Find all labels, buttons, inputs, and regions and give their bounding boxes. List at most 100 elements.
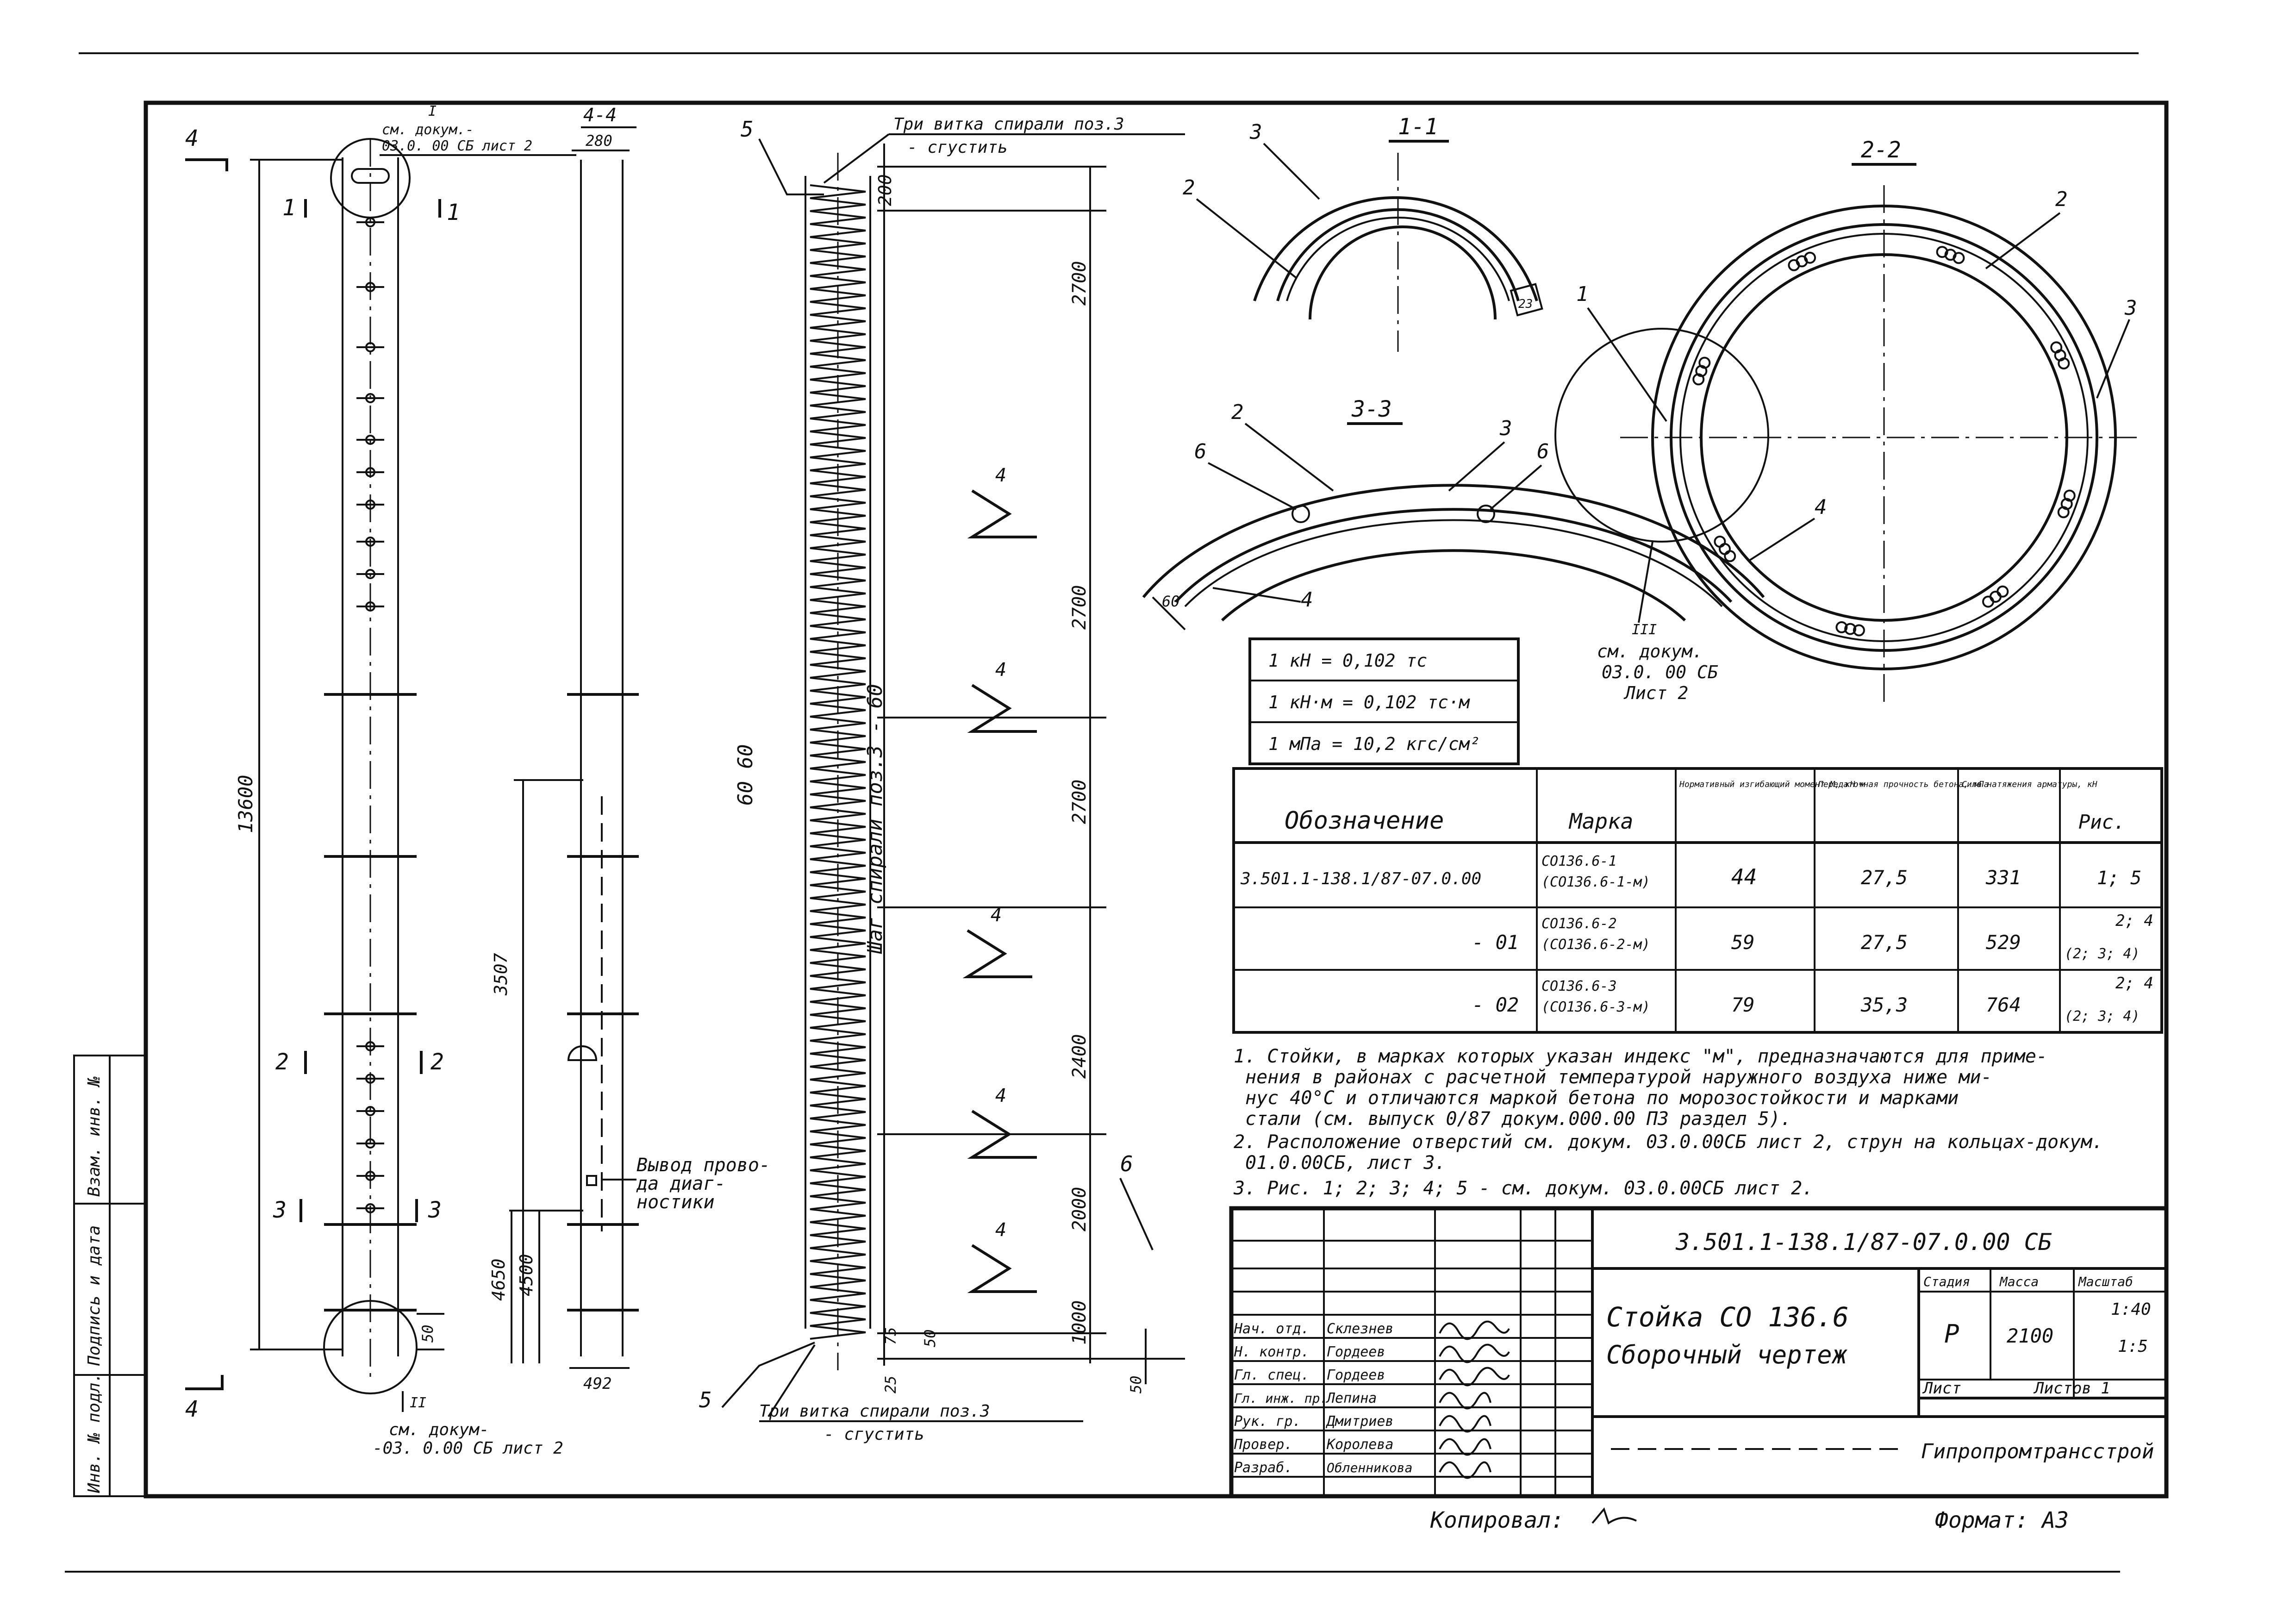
row3-strength: 35,3 — [1860, 993, 1908, 1016]
strand-circle — [2057, 506, 2070, 518]
scale-value-2: 1:5 — [2118, 1337, 2148, 1356]
section-3-left: 3 — [273, 1197, 287, 1223]
th-fig: Рис. — [2078, 811, 2125, 833]
th-strength: Передаточная прочность бетона, мПа — [1818, 780, 1989, 789]
flag-4-b: 4 — [995, 659, 1006, 681]
sheet-label: Лист — [1922, 1379, 1961, 1398]
title-block: 3.501.1-138.1/87-07.0.00 СБ Стойка СО 13… — [1229, 1206, 2169, 1499]
doc-code: 3.501.1-138.1/87-07.0.00 СБ — [1675, 1229, 2052, 1255]
section-2-right: 2 — [430, 1049, 444, 1075]
row1-force: 331 — [1985, 866, 2021, 889]
sig-role-7: Разраб. — [1234, 1460, 1292, 1476]
sec33-pos6-left: 6 — [1194, 440, 1207, 463]
dim-hole-level-2: 4650 — [488, 1258, 509, 1301]
dim-seg-50: 50 — [921, 1329, 939, 1347]
top-doc-ref-line1: см. докум.- — [382, 122, 474, 138]
sec11-pos2: 2 — [1183, 176, 1195, 200]
wire-outlet-line3: ностики — [636, 1192, 715, 1213]
sig-role-4: Гл. инж. пр. — [1234, 1391, 1328, 1406]
spiral-pos-5-bottom: 5 — [699, 1387, 712, 1412]
sec33-pos4: 4 — [1301, 588, 1313, 612]
row1-mark-1: СО136.6-1 — [1541, 853, 1617, 869]
copier-signature — [1591, 1507, 1637, 1525]
flag-4-c: 4 — [991, 905, 1002, 926]
wire-outlet-line1: Вывод прово- — [636, 1155, 770, 1176]
dim-seg-75: 75 — [882, 1327, 899, 1345]
dim-hole-level-1: 3507 — [491, 953, 511, 996]
row3-designation: - 02 — [1472, 993, 1519, 1016]
dim-total-length: 13600 — [234, 775, 257, 833]
title-line-2: Сборочный чертеж — [1606, 1340, 1848, 1369]
row2-fig-1: 2; 4 — [2115, 912, 2153, 930]
row2-designation: - 01 — [1472, 931, 1519, 954]
sig-name-4: Лепина — [1325, 1390, 1377, 1406]
flag-4-e: 4 — [995, 1219, 1006, 1241]
row3-fig-2: (2; 3; 4) — [2065, 1008, 2140, 1024]
sig-role-6: Провер. — [1234, 1437, 1292, 1453]
bottom-doc-ref-line2: -03. 0.00 СБ лист 2 — [373, 1439, 563, 1458]
spiral-bottom-line1: Три витка спирали поз.3 — [759, 1402, 990, 1421]
dim-bottom-width: 492 — [583, 1374, 611, 1393]
dim-seg-25: 25 — [882, 1375, 899, 1393]
row1-designation: 3.501.1-138.1/87-07.0.00 — [1240, 869, 1481, 888]
row2-mark-1: СО136.6-2 — [1541, 916, 1617, 932]
pole-front-view: 13600 50 — [234, 138, 444, 1394]
sig-name-5: Дмитриев — [1325, 1413, 1394, 1430]
sig-role-2: Н. контр. — [1234, 1344, 1310, 1360]
sig-name-1: Склезнев — [1327, 1321, 1394, 1337]
notes: 1. Стойки, в марках которых указан индек… — [1233, 1046, 2103, 1199]
spiral-step-label: Шаг спирали поз.3 - 60 — [863, 684, 887, 954]
side-stamp-sign-date: Подпись и дата — [85, 1225, 104, 1366]
row3-fig-1: 2; 4 — [2115, 974, 2153, 993]
sig-name-6: Королева — [1326, 1437, 1394, 1453]
sec11-dim: 23 — [1518, 297, 1533, 311]
strand-circle — [1714, 536, 1726, 548]
strand-circle — [1953, 252, 1965, 264]
row2-moment: 59 — [1731, 931, 1755, 954]
right-doc-ref-line1: см. докум. — [1597, 641, 1703, 662]
handwritten-signatures — [1439, 1320, 1510, 1479]
sig-role-3: Гл. спец. — [1234, 1367, 1310, 1383]
row3-mark-2: (СО136.6-3-м) — [1541, 999, 1650, 1015]
row1-moment: 44 — [1731, 864, 1757, 889]
pole-side-view: 4-4 280 492 3507 4650 4500 — [488, 105, 639, 1393]
conversion-1: 1 кН = 0,102 тс — [1268, 650, 1427, 671]
footer-format: Формат: А3 — [1935, 1507, 2069, 1533]
view-4-4-title: 4-4 — [583, 105, 617, 126]
sec33-pos3: 3 — [1499, 417, 1512, 440]
spiral-reinforcement-view: 5 5 60 60 Шаг спирали поз.3 - 60 — [699, 117, 887, 1412]
sec33-pos6-right: 6 — [1537, 440, 1549, 463]
sec22-pos3: 3 — [2124, 296, 2137, 320]
detail-ii-circle — [323, 1300, 418, 1394]
section-2-2: 2-2 2 3 4 1 — [1554, 137, 2143, 704]
conversion-3: 1 мПа = 10,2 кгс/см² — [1268, 734, 1480, 754]
ring-ticks — [324, 693, 417, 1312]
stage-label: Стадия — [1923, 1274, 1970, 1289]
row3-force: 764 — [1986, 993, 2021, 1016]
section-2-left: 2 — [275, 1049, 289, 1075]
section-4-top: 4 — [185, 125, 199, 151]
section-1-left: 1 — [282, 195, 296, 221]
right-doc-ref-line2: 03.0. 00 СБ — [1602, 662, 1718, 682]
spec-table: Обозначение Марка Нормативный изгибающий… — [1232, 767, 2163, 1034]
row1-mark-2: (СО136.6-1-м) — [1541, 874, 1650, 890]
row1-strength: 27,5 — [1861, 866, 1908, 889]
sig-name-7: Обленникова — [1327, 1460, 1412, 1475]
sig-name-3: Гордеев — [1327, 1367, 1385, 1383]
mass-label: Масса — [1999, 1274, 2039, 1289]
row3-mark-1: СО136.6-3 — [1541, 978, 1617, 994]
strand-circle — [1989, 591, 2002, 603]
dim-top-width: 280 — [586, 132, 612, 150]
pos-6-callout: 6 — [1120, 1151, 1133, 1176]
strand-circle — [1724, 550, 1736, 562]
dim-pitch-60-60: 60 60 — [734, 744, 757, 806]
organization: Гипропромтрансстрой — [1921, 1440, 2154, 1463]
scale-value-1: 1:40 — [2111, 1300, 2151, 1319]
top-doc-ref-mark: I — [428, 103, 437, 119]
row2-mark-2: (СО136.6-2-м) — [1541, 937, 1650, 953]
sec22-pos4: 4 — [1815, 495, 1827, 519]
row3-moment: 79 — [1731, 993, 1755, 1016]
dim-hole-level-3: 4500 — [516, 1254, 537, 1296]
section-3-3-title: 3-3 — [1351, 396, 1392, 422]
